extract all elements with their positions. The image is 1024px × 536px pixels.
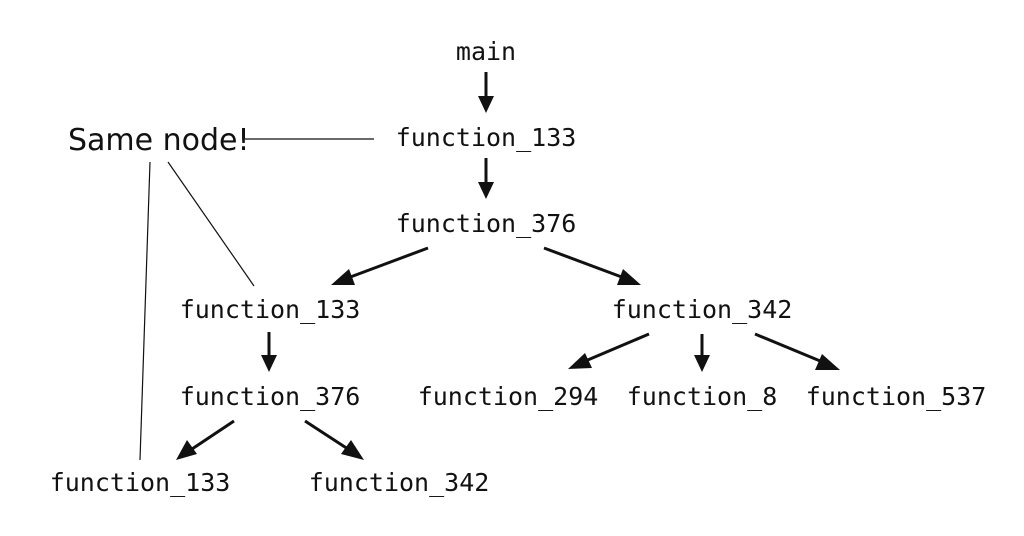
- edge-main-to-function-133: [478, 72, 494, 113]
- node-main: main: [456, 37, 516, 66]
- callout-line-to-function-133-middle: [167, 161, 255, 287]
- edge-function-342-to-function-537: [754, 332, 840, 370]
- node-function-133-bottom: function_133: [50, 468, 231, 497]
- node-function-294: function_294: [418, 382, 599, 411]
- node-function-376-top: function_376: [396, 209, 577, 238]
- edge-function-376-to-function-133-bottom: [176, 419, 235, 460]
- edge-function-133-to-function-376: [478, 158, 494, 199]
- callout-line-to-function-133-bottom: [139, 161, 151, 461]
- same-node-callout-lines: [139, 138, 374, 461]
- edge-function-376-to-function-133: [331, 246, 429, 285]
- edge-function-376-to-function-342: [543, 246, 641, 285]
- edge-function-342-to-function-8: [694, 334, 710, 372]
- edge-arrows: [176, 72, 840, 460]
- edge-function-376-to-function-342-bottom: [304, 419, 364, 460]
- edge-function-133-to-function-376-lower: [261, 332, 277, 372]
- node-function-537: function_537: [806, 382, 987, 411]
- function-nodes: main function_133 function_376 function_…: [50, 37, 987, 497]
- node-function-342-middle: function_342: [612, 295, 793, 324]
- node-function-376-middle: function_376: [180, 382, 361, 411]
- node-function-342-bottom: function_342: [309, 468, 490, 497]
- same-node-callout: Same node!: [68, 123, 250, 158]
- edge-function-342-to-function-294: [568, 332, 650, 369]
- node-function-133-middle: function_133: [180, 295, 361, 324]
- node-function-8: function_8: [627, 382, 778, 411]
- node-function-133-top: function_133: [396, 123, 577, 152]
